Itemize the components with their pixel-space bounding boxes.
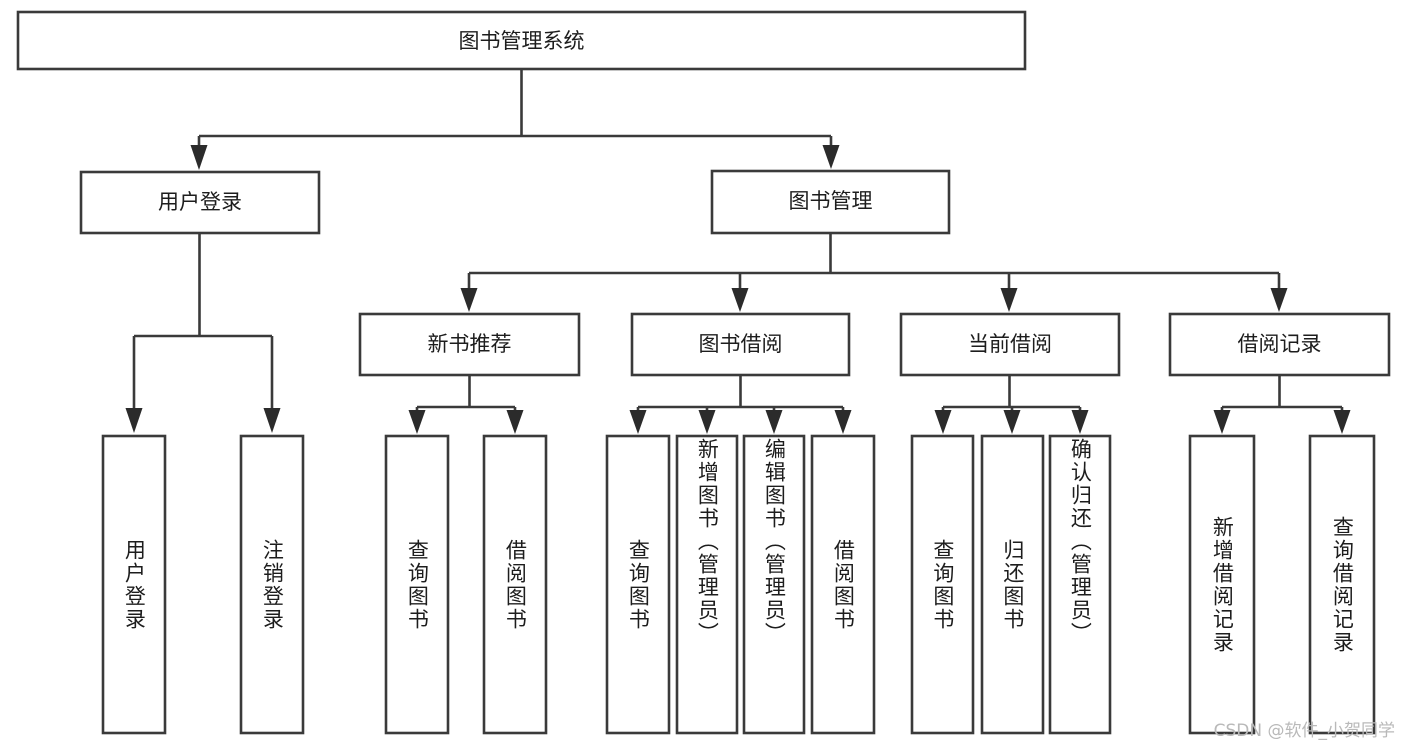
- node-leaf-user-login-box[interactable]: [101, 434, 167, 735]
- arrow-head-cb-query: [934, 410, 952, 434]
- arrow-head-nbr-query: [408, 410, 426, 434]
- node-book-management[interactable]: 图书管理: [710, 169, 951, 235]
- node-borrow-record-box: [1168, 312, 1391, 377]
- leaf-node-boxes: [101, 434, 1376, 735]
- node-leaf-cb-return-book-box[interactable]: [980, 434, 1045, 735]
- arrow-head-nbr-borrow: [506, 410, 524, 434]
- node-leaf-logout-box[interactable]: [239, 434, 305, 735]
- node-leaf-nbr-query-book-box[interactable]: [384, 434, 450, 735]
- node-leaf-bb-borrow-book-box[interactable]: [810, 434, 876, 735]
- node-user-login[interactable]: 用户登录: [79, 170, 321, 235]
- arrow-head-new-book-rec: [460, 288, 478, 312]
- arrow-head-bb-borrow: [834, 410, 852, 434]
- arrow-head-leaf-logout: [263, 408, 281, 433]
- node-book-borrow[interactable]: 图书借阅: [630, 312, 851, 377]
- arrow-head-book-borrow: [731, 288, 749, 312]
- node-leaf-bb-query-book-box[interactable]: [605, 434, 671, 735]
- connector-group-user-login: [125, 233, 281, 433]
- node-leaf-bb-add-book-box[interactable]: [675, 434, 739, 735]
- node-new-book-recommend[interactable]: 新书推荐: [358, 312, 581, 377]
- arrow-head-user-login: [190, 145, 208, 170]
- node-leaf-br-query-record-box[interactable]: [1308, 434, 1376, 735]
- node-user-login-label: 用户登录: [158, 190, 242, 214]
- connector-group-book-borrow: [629, 375, 852, 434]
- node-current-borrow-label: 当前借阅: [968, 332, 1052, 356]
- arrow-head-bb-edit: [765, 410, 783, 434]
- node-current-borrow[interactable]: 当前借阅: [899, 312, 1121, 377]
- arrow-head-bb-add: [698, 410, 716, 434]
- connector-group-book-mgmt: [460, 233, 1288, 312]
- arrow-head-br-add: [1213, 410, 1231, 434]
- node-book-management-box: [710, 169, 951, 235]
- node-root-system[interactable]: 图书管理系统: [16, 10, 1027, 71]
- arrow-head-borrow-record: [1270, 288, 1288, 312]
- node-book-management-label: 图书管理: [789, 189, 873, 213]
- node-borrow-record[interactable]: 借阅记录: [1168, 312, 1391, 377]
- connector-group-root: [190, 69, 840, 170]
- arrow-head-bb-query: [629, 410, 647, 434]
- node-new-book-recommend-label: 新书推荐: [428, 332, 512, 356]
- node-leaf-nbr-borrow-book-box[interactable]: [482, 434, 548, 735]
- node-leaf-bb-edit-book-box[interactable]: [742, 434, 806, 735]
- arrow-head-br-query: [1333, 410, 1351, 434]
- arrow-head-leaf-user-login: [125, 408, 143, 433]
- csdn-watermark: CSDN @软件_小贺同学: [1213, 721, 1395, 741]
- node-leaf-cb-query-book-box[interactable]: [910, 434, 975, 735]
- node-root-system-label: 图书管理系统: [459, 29, 585, 53]
- arrow-head-current-borrow: [1000, 288, 1018, 312]
- node-user-login-box: [79, 170, 321, 235]
- node-book-borrow-box: [630, 312, 851, 377]
- arrow-head-cb-return: [1003, 410, 1021, 434]
- arrow-head-book-mgmt: [822, 145, 840, 169]
- node-leaf-cb-confirm-return-box[interactable]: [1048, 434, 1112, 735]
- node-new-book-recommend-box: [358, 312, 581, 377]
- arrow-head-cb-confirm: [1071, 410, 1089, 434]
- node-borrow-record-label: 借阅记录: [1238, 332, 1322, 356]
- connector-group-borrow-record: [1213, 375, 1351, 434]
- connector-group-new-book-rec: [408, 375, 524, 434]
- connector-group-current-borrow: [934, 375, 1089, 434]
- node-book-borrow-label: 图书借阅: [699, 332, 783, 356]
- node-current-borrow-box: [899, 312, 1121, 377]
- node-leaf-br-add-record-box[interactable]: [1188, 434, 1256, 735]
- node-root-system-box: [16, 10, 1027, 71]
